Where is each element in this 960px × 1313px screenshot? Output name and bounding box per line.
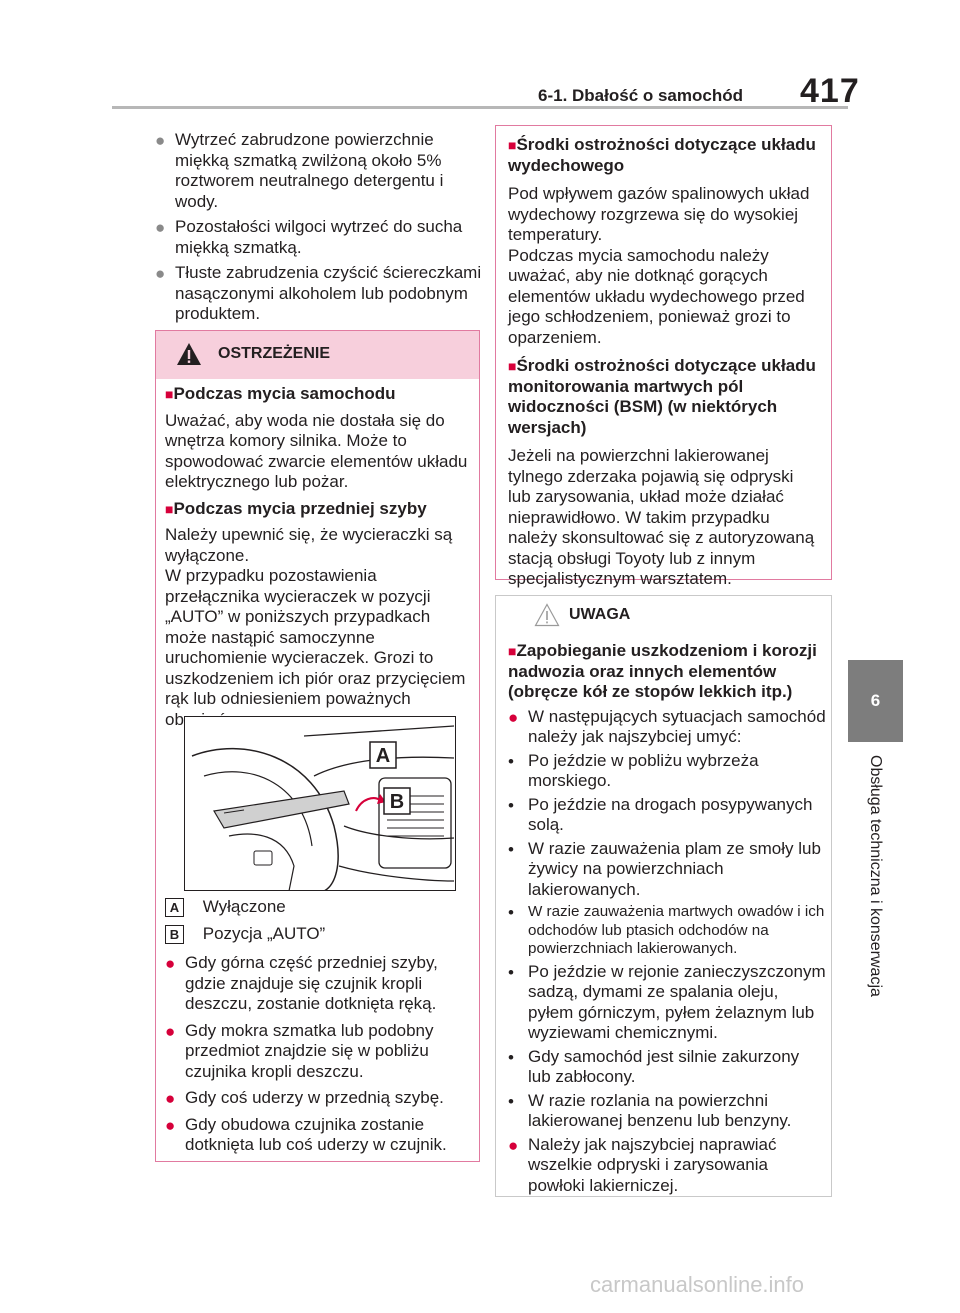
list-item: ●Wytrzeć zabrudzone powierzchnie miękką … [155, 130, 444, 211]
list-item: ●Należy jak najszybciej naprawiać wszelk… [508, 1134, 777, 1195]
legend-a: A Wyłączone [165, 897, 475, 924]
label-a: A [376, 745, 390, 767]
warning-paragraph: W przypadku pozostawienia przełącznika w… [165, 566, 466, 729]
warning-paragraph: Należy upewnić się, że wycieraczki są wy… [165, 525, 453, 565]
list-item: ●Gdy mokra szmatka lub podobny przedmiot… [165, 1020, 434, 1081]
info-paragraph: Pod wpływem gazów spalinowych układ wyde… [508, 184, 810, 244]
warning-header: OSTRZEŻENIE [156, 331, 479, 379]
list-item: •Po jeździe w pobliżu wybrzeża morskiego… [508, 750, 759, 791]
warning-paragraph: Uważać, aby woda nie dostała się do wnęt… [165, 410, 468, 492]
list-item: ●Tłuste zabrudzenia czyścić ściereczkami… [155, 263, 482, 323]
list-item: •Po jeździe w rejonie zanieczyszczonym s… [508, 961, 826, 1043]
warning-heading-windshield: ■Podczas mycia przedniej szyby [165, 498, 427, 518]
caution-header: UWAGA [496, 596, 831, 636]
info-paragraph: Podczas mycia samochodu należy uważać, a… [508, 245, 805, 347]
watermark: carmanualsonline.info [590, 1272, 805, 1297]
chapter-tab-number: 6 [848, 660, 903, 742]
list-item: •W razie rozlania na powierzchni lakiero… [508, 1090, 792, 1131]
legend-b: B Pozycja „AUTO” [165, 924, 475, 951]
label-b: B [390, 791, 404, 813]
header-rule [112, 106, 848, 109]
info-box: ■Środki ostrożności dotyczące układu wyd… [495, 125, 832, 588]
section-title: 6-1. Dbałość o samochód [538, 86, 743, 105]
page-number: 417 [800, 72, 860, 110]
warning-title: OSTRZEŻENIE [218, 345, 331, 362]
chapter-tab-title: Obsługa techniczna i konserwacja [867, 755, 884, 997]
caution-triangle-icon [534, 603, 560, 627]
caution-box: UWAGA ■Zapobieganie uszkodzeniom i koroz… [495, 595, 832, 1197]
chapter-tab-label: Obsługa techniczna i konserwacja [848, 755, 903, 1055]
list-item: ●W następujących sytuacjach samochód nal… [508, 706, 826, 747]
list-item: •Gdy samochód jest silnie zakurzony lub … [508, 1046, 800, 1087]
list-item: ●Gdy górna część przedniej szyby, gdzie … [165, 953, 438, 1013]
info-heading-exhaust: ■Środki ostrożności dotyczące układu wyd… [508, 135, 816, 175]
list-item: •Po jeździe na drogach posypywanych solą… [508, 794, 813, 835]
caution-heading: ■Zapobieganie uszkodzeniom i korozji nad… [508, 641, 817, 701]
warning-triangle-icon [177, 343, 201, 365]
warning-heading-washing: ■Podczas mycia samochodu [165, 384, 396, 403]
caution-title: UWAGA [569, 606, 631, 623]
list-item: ●Gdy coś uderzy w przednią szybę. [165, 1088, 444, 1108]
info-paragraph: Jeżeli na powierzchni lakierowanej tylne… [508, 446, 815, 588]
list-item: ●Pozostałości wilgoci wytrzeć do sucha m… [155, 217, 463, 257]
wiper-switch-illustration: A B [184, 716, 456, 891]
cleaning-bullet-list: ●Wytrzeć zabrudzone powierzchnie miękką … [155, 130, 485, 325]
list-item: •W razie zauważenia martwych owadów i ic… [508, 903, 825, 957]
legend-b-marker: B [165, 925, 184, 945]
info-heading-bsm: ■Środki ostrożności dotyczące układu mon… [508, 356, 816, 437]
list-item: ●Gdy obudowa czujnika zostanie dotknięta… [165, 1114, 447, 1155]
legend-a-marker: A [165, 898, 184, 918]
list-item: •W razie zauważenia plam ze smoły lub ży… [508, 838, 821, 899]
warning-box: OSTRZEŻENIE ■Podczas mycia samochodu Uwa… [155, 330, 480, 1162]
